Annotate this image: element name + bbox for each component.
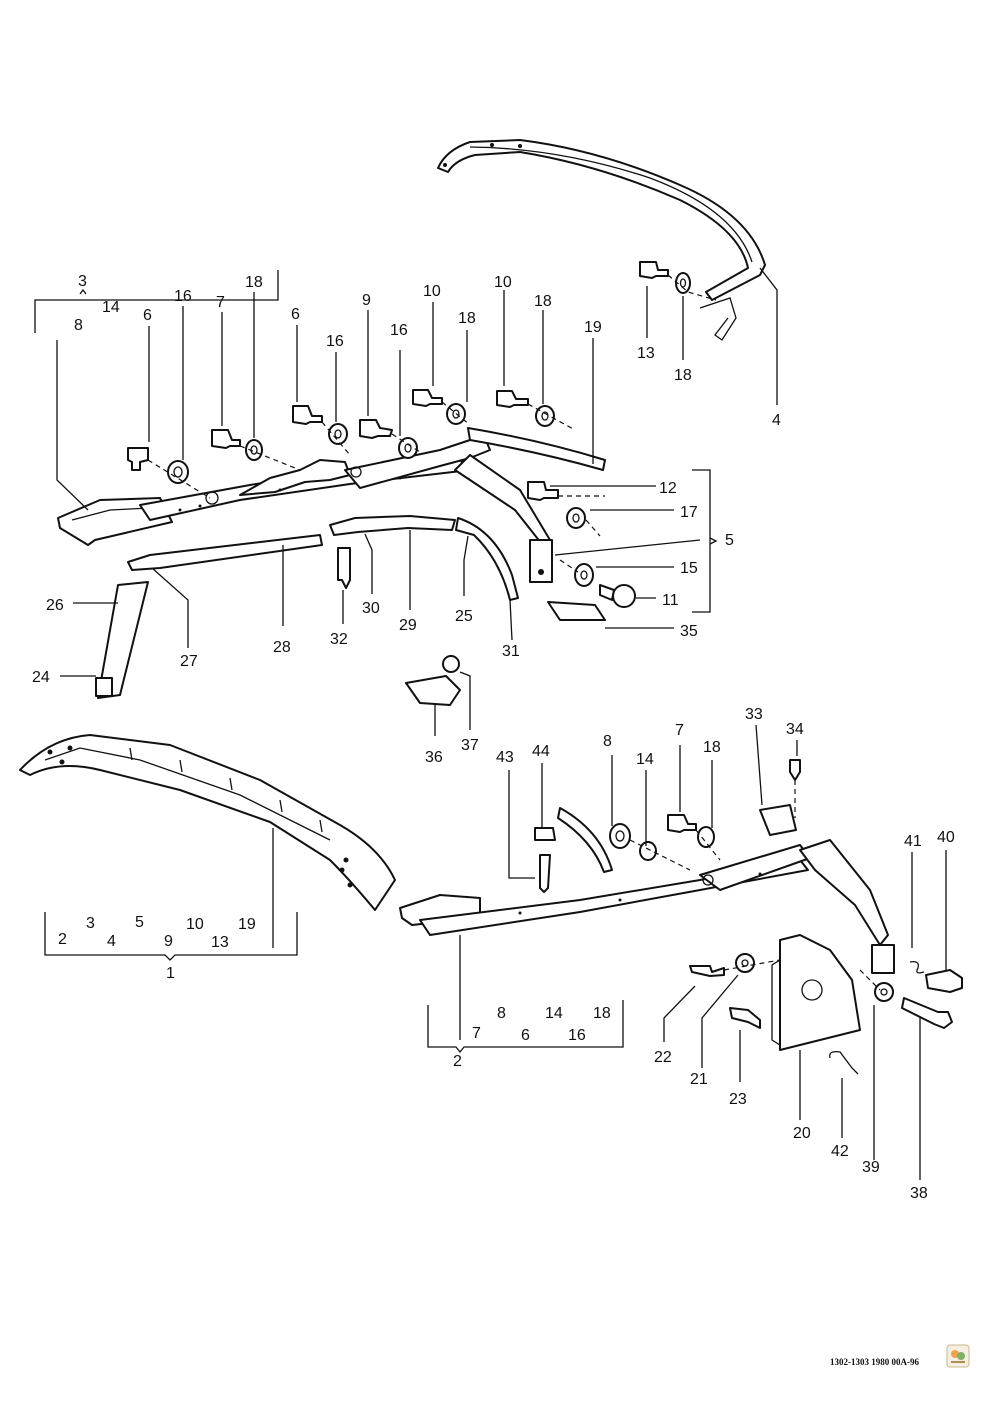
callout-32: 32 [330,631,348,648]
callout-13: 13 [637,345,655,362]
callout-10: 10 [494,274,512,291]
callout-31: 31 [502,643,520,660]
callout-6: 6 [521,1027,530,1044]
callout-1: 1 [166,965,175,982]
callout-30: 30 [362,600,380,617]
callout-16: 16 [174,288,192,305]
callout-18: 18 [458,310,476,327]
callout-10: 10 [423,283,441,300]
callout-39: 39 [862,1159,880,1176]
callout-28: 28 [273,639,291,656]
lower-molding-part-1 [19,734,396,911]
callout-33: 33 [745,706,763,723]
callout-9: 9 [362,292,371,309]
callout-13: 13 [211,934,229,951]
callout-4: 4 [107,933,116,950]
callout-7: 7 [216,294,225,311]
callout-14: 14 [636,751,654,768]
callout-8: 8 [603,733,612,750]
callout-3: 3 [86,915,95,932]
callout-14: 14 [545,1005,563,1022]
assembly-lines-bottom [629,780,881,991]
assembly-lines-top [147,274,717,573]
callout-7: 7 [675,722,684,739]
callout-18: 18 [245,274,263,291]
callout-24: 24 [32,669,50,686]
top-bow-part-4 [437,139,766,341]
callout-40: 40 [937,829,955,846]
fasteners-top [127,261,691,608]
callout-4: 4 [772,412,781,429]
callout-23: 23 [729,1091,747,1108]
callout-16: 16 [568,1027,586,1044]
fasteners-bottom [534,759,963,1075]
callout-29: 29 [399,617,417,634]
callout-19: 19 [238,916,256,933]
callout-25: 25 [455,608,473,625]
callout-8: 8 [74,317,83,334]
callout-17: 17 [680,504,698,521]
callout-41: 41 [904,833,922,850]
callout-38: 38 [910,1185,928,1202]
callout-26: 26 [46,597,64,614]
callout-18: 18 [534,293,552,310]
callout-35: 35 [680,623,698,640]
callout-27: 27 [180,653,198,670]
callout-7: 7 [472,1025,481,1042]
callout-6: 6 [291,306,300,323]
callout-44: 44 [532,743,550,760]
callout-3: 3 [78,273,87,290]
callout-6: 6 [143,307,152,324]
callout-16: 16 [390,322,408,339]
callout-16: 16 [326,333,344,350]
callout-19: 19 [584,319,602,336]
callout-34: 34 [786,721,804,738]
callout-18: 18 [703,739,721,756]
callout-42: 42 [831,1143,849,1160]
callout-2: 2 [453,1053,462,1070]
callout-18: 18 [593,1005,611,1022]
callout-36: 36 [425,749,443,766]
callout-11: 11 [662,592,679,609]
callout-21: 21 [690,1071,708,1088]
leader-lines [34,267,947,1180]
reference-code: 1302-1303 1980 00A-96 [830,1357,919,1367]
watermark-logo [946,1344,970,1368]
right-side-rail-assembly [399,804,895,974]
side-strips [95,515,606,706]
callout-12: 12 [659,480,677,497]
callout-14: 14 [102,299,120,316]
callout-8: 8 [497,1005,506,1022]
callout-9: 9 [164,933,173,950]
callout-43: 43 [496,749,514,766]
callout-15: 15 [680,560,698,577]
left-side-rail-assembly [57,427,606,583]
callout-labels: 3 14 8 6 16 7 18 6 16 9 16 10 18 10 18 1… [32,273,955,1202]
callout-22: 22 [654,1049,672,1066]
callout-20: 20 [793,1125,811,1142]
callout-5: 5 [135,914,144,931]
callout-2: 2 [58,931,67,948]
callout-37: 37 [461,737,479,754]
callout-10: 10 [186,916,204,933]
callout-18: 18 [674,367,692,384]
callout-5: 5 [725,532,734,549]
